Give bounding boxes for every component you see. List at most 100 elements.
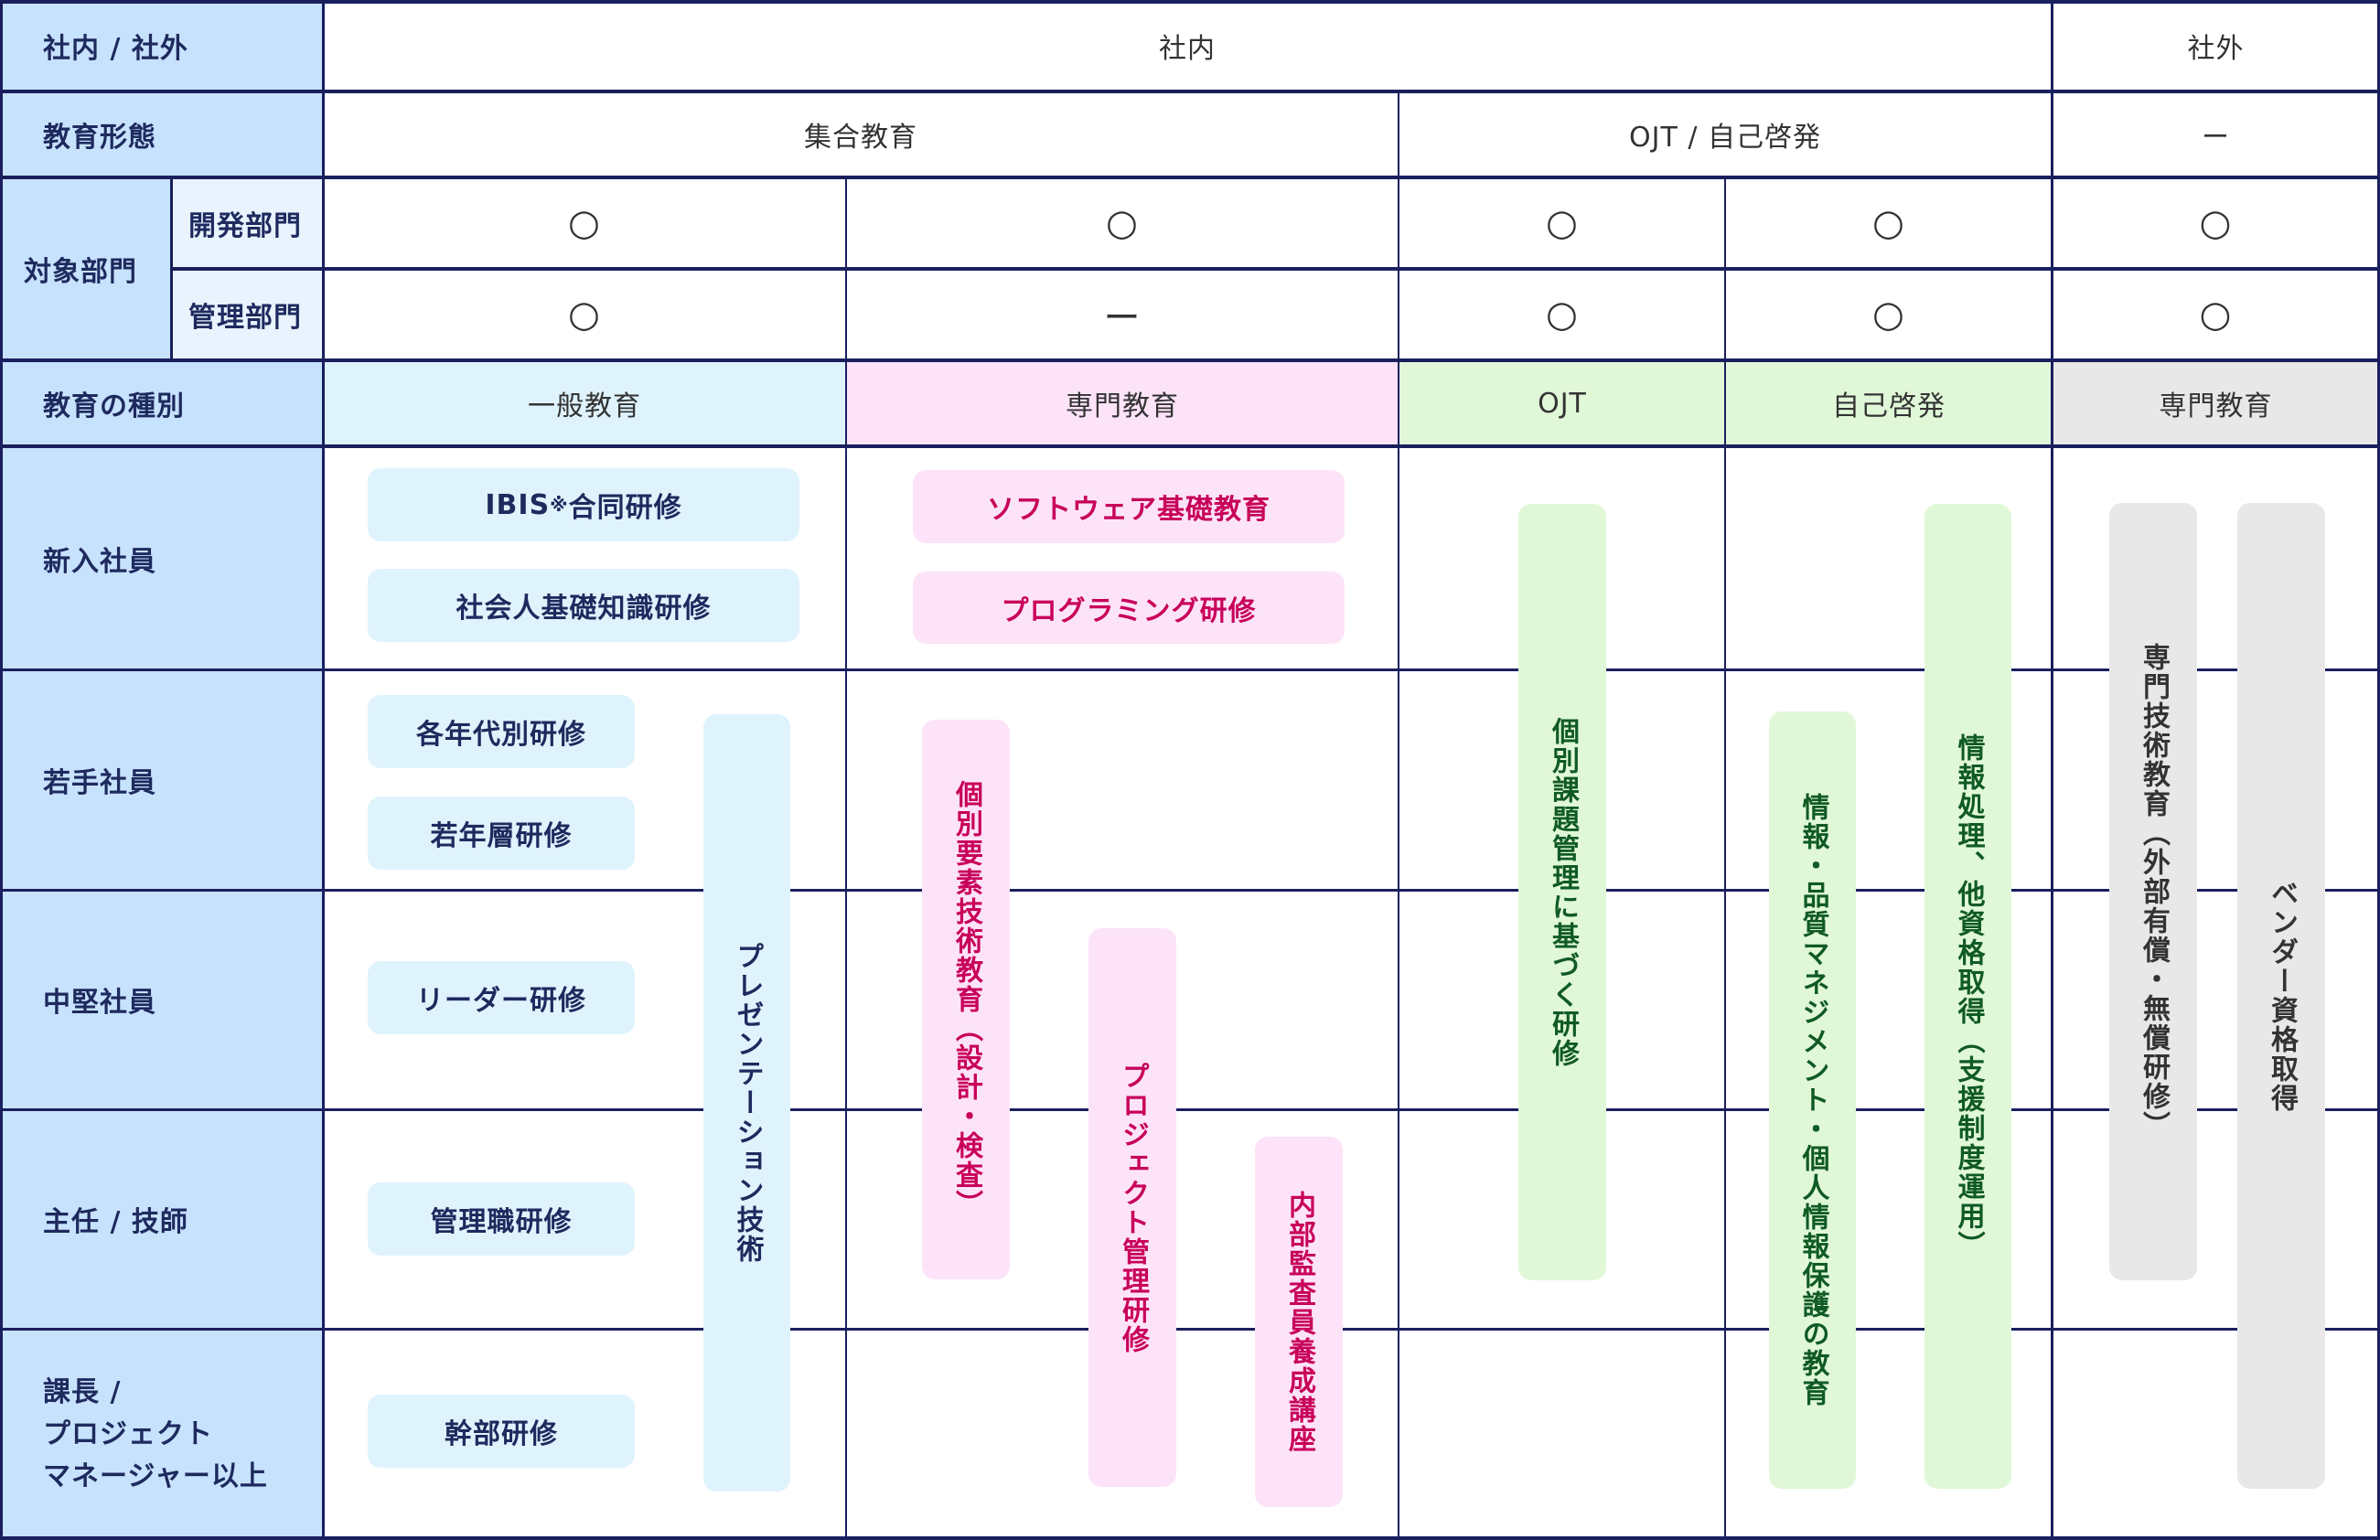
row-label-scope: 社内 / 社外 [0, 0, 323, 91]
grid-line [171, 267, 2380, 271]
target-dev-self: ○ [1726, 177, 2052, 269]
category-self-dev-text: 自己啓発 [1832, 390, 1946, 422]
program-label: 情報処理、他資格取得（支援制度運用） [1952, 733, 1985, 1260]
form-external: ー [2052, 91, 2380, 177]
program-certification: 情報処理、他資格取得（支援制度運用） [1924, 504, 2011, 1489]
program-vendor-cert: ベンダー資格取得 [2237, 503, 2325, 1489]
row-label-target: 対象部門 [0, 177, 171, 360]
grid-line [0, 1328, 2380, 1331]
grid-line [0, 176, 2380, 179]
row-label-mid: 中堅社員 [0, 890, 323, 1109]
target-admin-self: ○ [1726, 269, 2052, 360]
program-internal-audit: 内部監査員養成講座 [1255, 1137, 1343, 1507]
row-label-manager-text: 課長 / プロジェクト マネージャー以上 [43, 1372, 268, 1498]
program-label: 合同研修 [568, 492, 682, 524]
program-label: プロジェクト管理研修 [1117, 1061, 1149, 1354]
scope-external-text: 社外 [2187, 33, 2245, 65]
program-ibis-joint-training: IBIS※合同研修 [368, 468, 799, 541]
category-external: 専門教育 [2052, 360, 2380, 446]
circle-mark-icon: ○ [568, 202, 601, 244]
scope-internal-text: 社内 [1159, 33, 1216, 65]
grid-line [170, 177, 173, 360]
program-individual-task: 個別課題管理に基づく研修 [1518, 504, 1606, 1280]
category-self-dev: 自己啓発 [1726, 360, 2052, 446]
dash-mark-icon: ー [1103, 297, 1142, 339]
row-label-form-text: 教育形態 [43, 122, 156, 154]
target-dev-special: ○ [846, 177, 1399, 269]
grid-line [0, 444, 2380, 448]
program-software-basics: ソフトウェア基礎教育 [913, 470, 1345, 543]
program-label: リーダー研修 [416, 985, 586, 1017]
target-admin-special: ー [846, 269, 1399, 360]
row-label-manager-line: 課長 / [43, 1375, 122, 1408]
grid-line [0, 358, 2380, 362]
category-ojt-text: OJT [1538, 387, 1587, 420]
program-label: 幹部研修 [445, 1418, 558, 1450]
grid-line [0, 889, 2380, 892]
program-label: 社会人基礎知識研修 [456, 593, 712, 625]
circle-mark-icon: ○ [1872, 202, 1905, 244]
target-dev-general: ○ [323, 177, 846, 269]
category-general-text: 一般教育 [528, 390, 641, 422]
program-social-basics: 社会人基礎知識研修 [368, 569, 799, 642]
category-external-text: 専門教育 [2159, 390, 2273, 422]
program-label: 管理職研修 [430, 1206, 573, 1238]
program-presentation: プレゼンテーション技術 [703, 714, 790, 1492]
program-label: ベンダー資格取得 [2266, 879, 2298, 1113]
circle-mark-icon: ○ [1872, 294, 1905, 336]
program-label: ソフトウェア基礎教育 [987, 494, 1270, 526]
program-label: 若年層研修 [430, 820, 573, 852]
form-ojt-self: OJT / 自己啓発 [1399, 91, 2052, 177]
grid-line [0, 1108, 2380, 1111]
row-label-manager-line: マネージャー以上 [43, 1460, 268, 1492]
row-label-new-hire-text: 新入社員 [43, 545, 156, 578]
grid-line [0, 0, 2380, 4]
program-element-tech: 個別要素技術教育（設計・検査） [922, 720, 1010, 1279]
program-label: プレゼンテーション技術 [731, 942, 764, 1264]
program-tech-education: 専門技術教育（外部有償・無償研修） [2109, 503, 2197, 1280]
row-label-target-dev: 開発部門 [171, 177, 323, 269]
program-label: IBIS [485, 488, 551, 521]
grid-line [0, 0, 3, 1540]
program-label: 専門技術教育（外部有償・無償研修） [2138, 643, 2170, 1140]
row-label-target-admin: 管理部門 [171, 269, 323, 360]
category-special: 専門教育 [846, 360, 1399, 446]
grid-line [2377, 0, 2380, 1540]
circle-mark-icon: ○ [2199, 294, 2233, 336]
program-leader: リーダー研修 [368, 961, 635, 1034]
row-label-category: 教育の種別 [0, 360, 323, 446]
grid-line [845, 177, 847, 1540]
grid-line [1724, 177, 1726, 1540]
circle-mark-icon: ○ [1106, 202, 1139, 244]
target-dev-ojt: ○ [1399, 177, 1726, 269]
category-ojt: OJT [1399, 360, 1726, 446]
grid-line [322, 0, 325, 1540]
program-project-mgmt: プロジェクト管理研修 [1088, 928, 1176, 1487]
form-ojt-self-text: OJT / 自己啓発 [1629, 122, 1821, 154]
program-label: 情報・品質マネジメント・個人情報保護の教育 [1796, 793, 1829, 1407]
grid-line [1398, 91, 1399, 1540]
row-label-mid-text: 中堅社員 [43, 987, 156, 1019]
row-label-young: 若手社員 [0, 670, 323, 890]
row-label-young-text: 若手社員 [43, 767, 156, 799]
row-label-category-text: 教育の種別 [43, 390, 185, 422]
row-label-target-text: 対象部門 [24, 256, 137, 288]
program-label: 個別要素技術教育（設計・検査） [950, 780, 982, 1219]
circle-mark-icon: ○ [1546, 294, 1579, 336]
program-label: 各年代別研修 [416, 719, 586, 751]
grid-line [2051, 0, 2053, 1540]
target-dev-external: ○ [2052, 177, 2380, 269]
row-label-chief-text: 主任 / 技師 [43, 1206, 188, 1238]
circle-mark-icon: ○ [2199, 202, 2233, 244]
row-label-target-admin-text: 管理部門 [188, 302, 302, 334]
scope-internal: 社内 [323, 0, 2052, 91]
target-admin-general: ○ [323, 269, 846, 360]
target-admin-ojt: ○ [1399, 269, 1726, 360]
row-label-manager-line: プロジェクト [43, 1417, 213, 1450]
form-group: 集合教育 [323, 91, 1399, 177]
program-info-quality: 情報・品質マネジメント・個人情報保護の教育 [1769, 711, 1856, 1489]
program-management-position: 管理職研修 [368, 1182, 635, 1256]
category-general: 一般教育 [323, 360, 846, 446]
note-mark-icon: ※ [550, 494, 569, 516]
program-label: 内部監査員養成講座 [1283, 1190, 1315, 1454]
